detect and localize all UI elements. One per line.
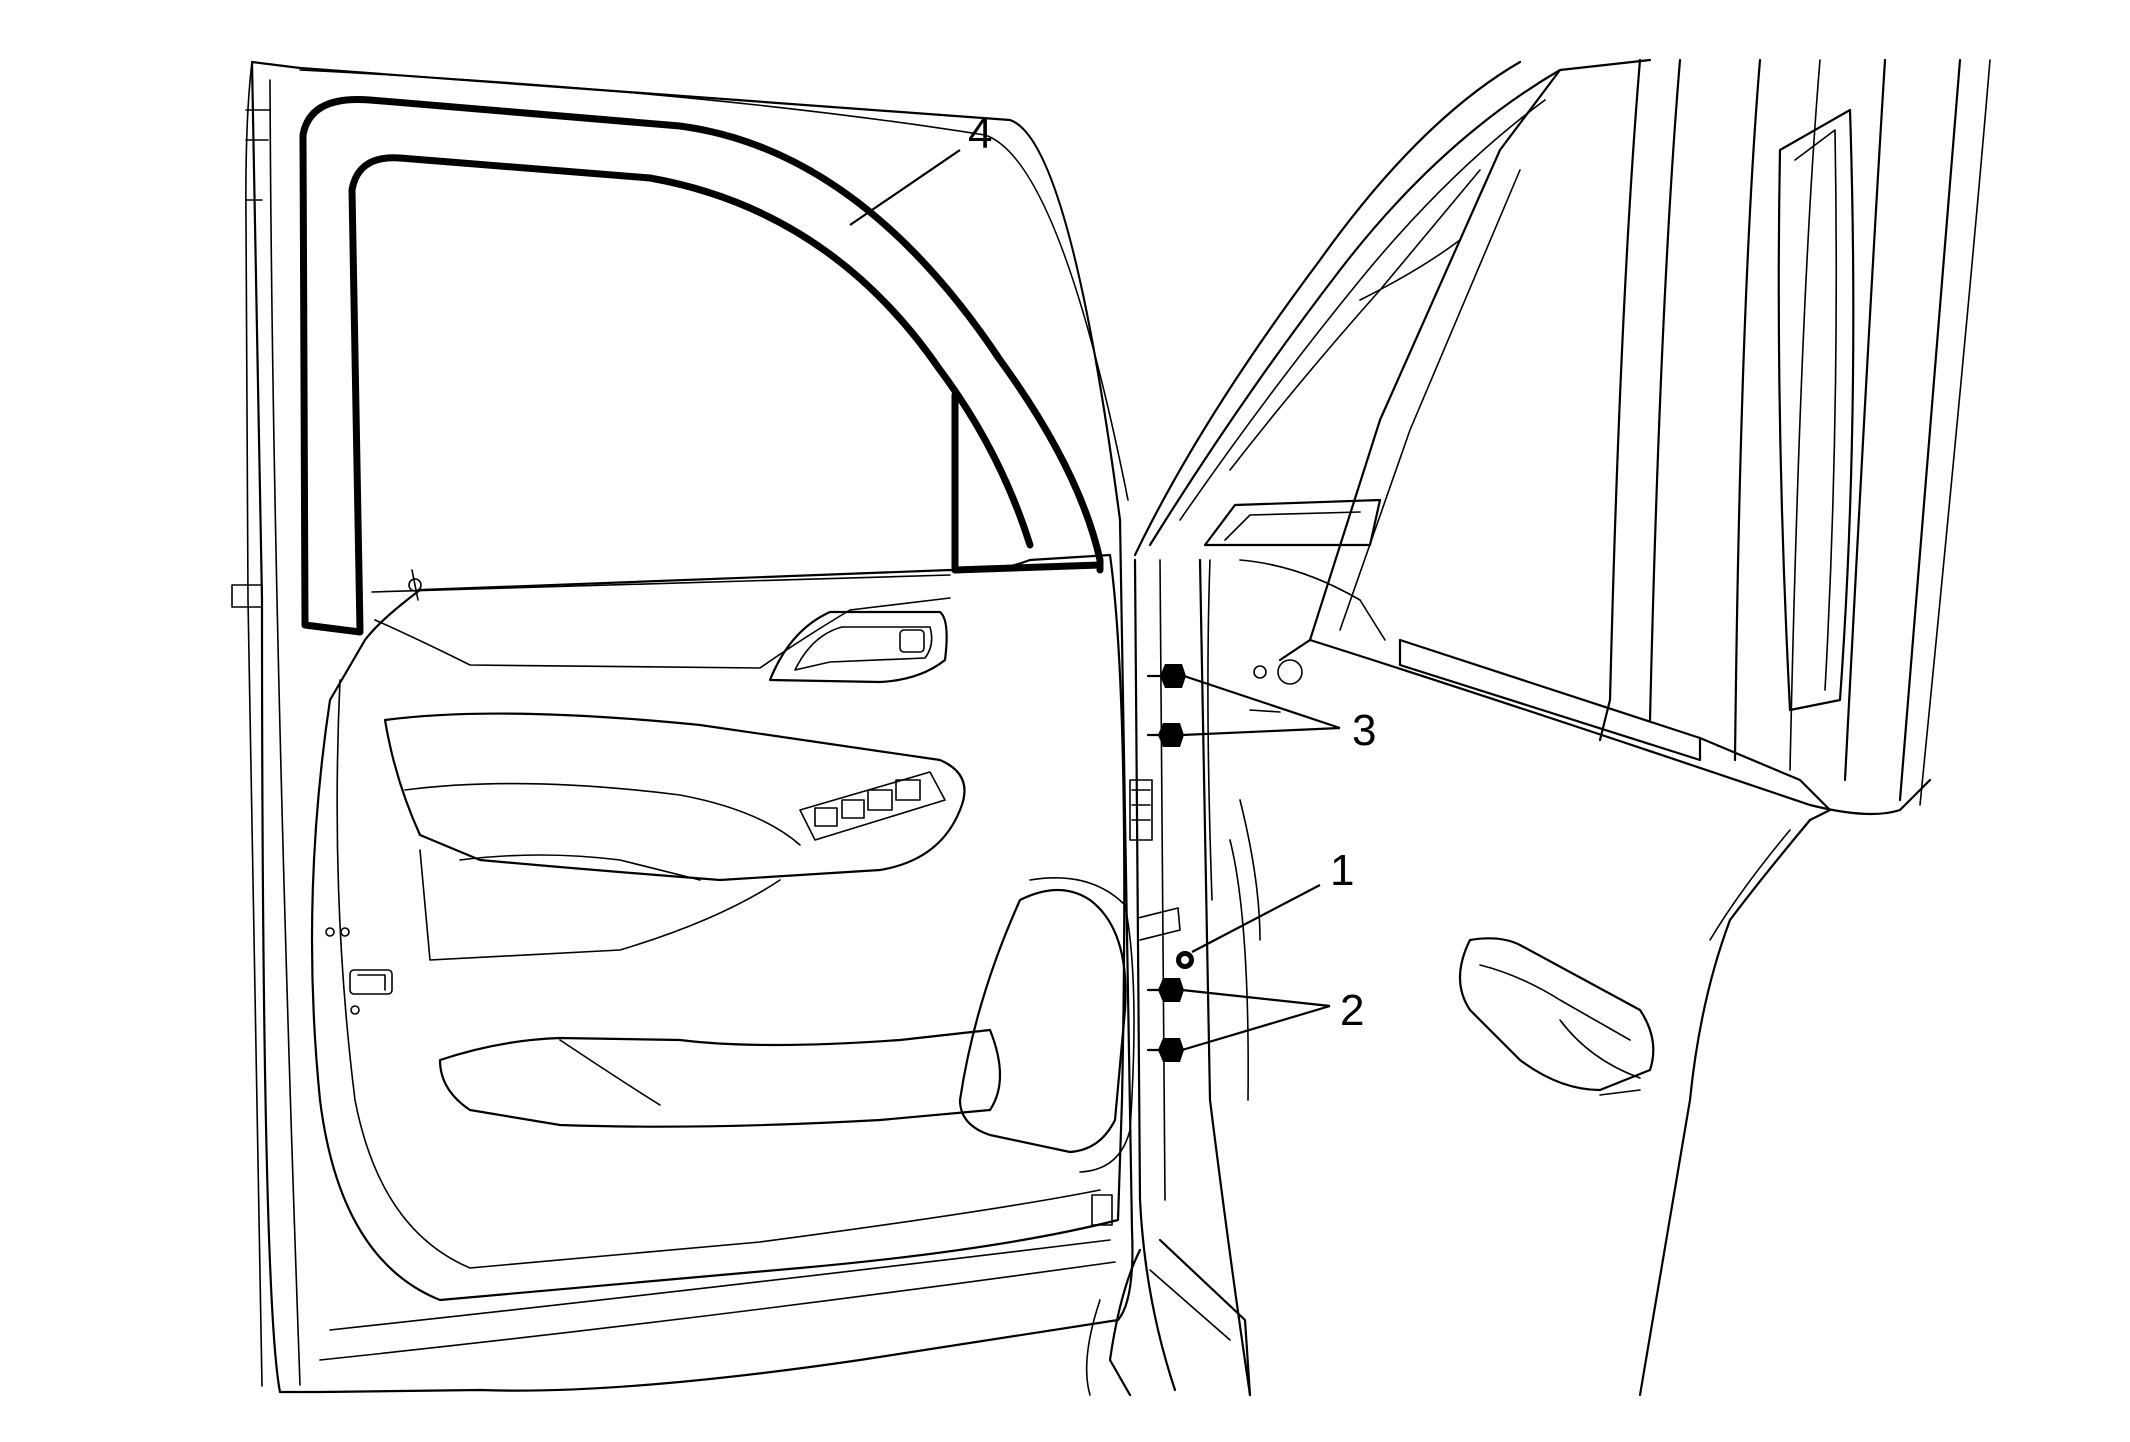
- rear-outside-handle: [1459, 937, 1655, 1092]
- armrest: [383, 712, 966, 882]
- push-pin-2a: [1146, 978, 1184, 1002]
- callouts: 4 3 1 2: [849, 109, 1376, 1052]
- push-pin-3b: [1146, 723, 1184, 747]
- front-door: [231, 60, 1135, 1394]
- trim-panel: [310, 553, 1126, 1302]
- door-handle-bezel: [768, 610, 948, 684]
- door-outer-edge: [250, 60, 1134, 1394]
- window-frame-outer: [299, 95, 1104, 629]
- callout-1-label: 1: [1330, 846, 1354, 895]
- rear-door: [1278, 58, 1991, 1397]
- push-pin-3a: [1146, 664, 1186, 688]
- callout-1: 1: [1191, 846, 1354, 953]
- fasteners: [1146, 664, 1194, 1062]
- callout-4-label: 4: [968, 109, 992, 158]
- push-pin-2b: [1146, 1038, 1184, 1062]
- callout-2: 2: [1181, 986, 1364, 1052]
- speaker-grille: [958, 889, 1127, 1154]
- screw-1: [1176, 951, 1194, 969]
- callout-3: 3: [1181, 674, 1376, 755]
- callout-4: 4: [849, 109, 992, 226]
- callout-2-label: 2: [1340, 986, 1364, 1035]
- callout-3-label: 3: [1352, 706, 1376, 755]
- window-switch-panel: [799, 771, 946, 841]
- window-frame-inner: [348, 154, 1034, 634]
- body-opening: [1085, 60, 1562, 1397]
- map-pocket: [438, 1028, 1002, 1128]
